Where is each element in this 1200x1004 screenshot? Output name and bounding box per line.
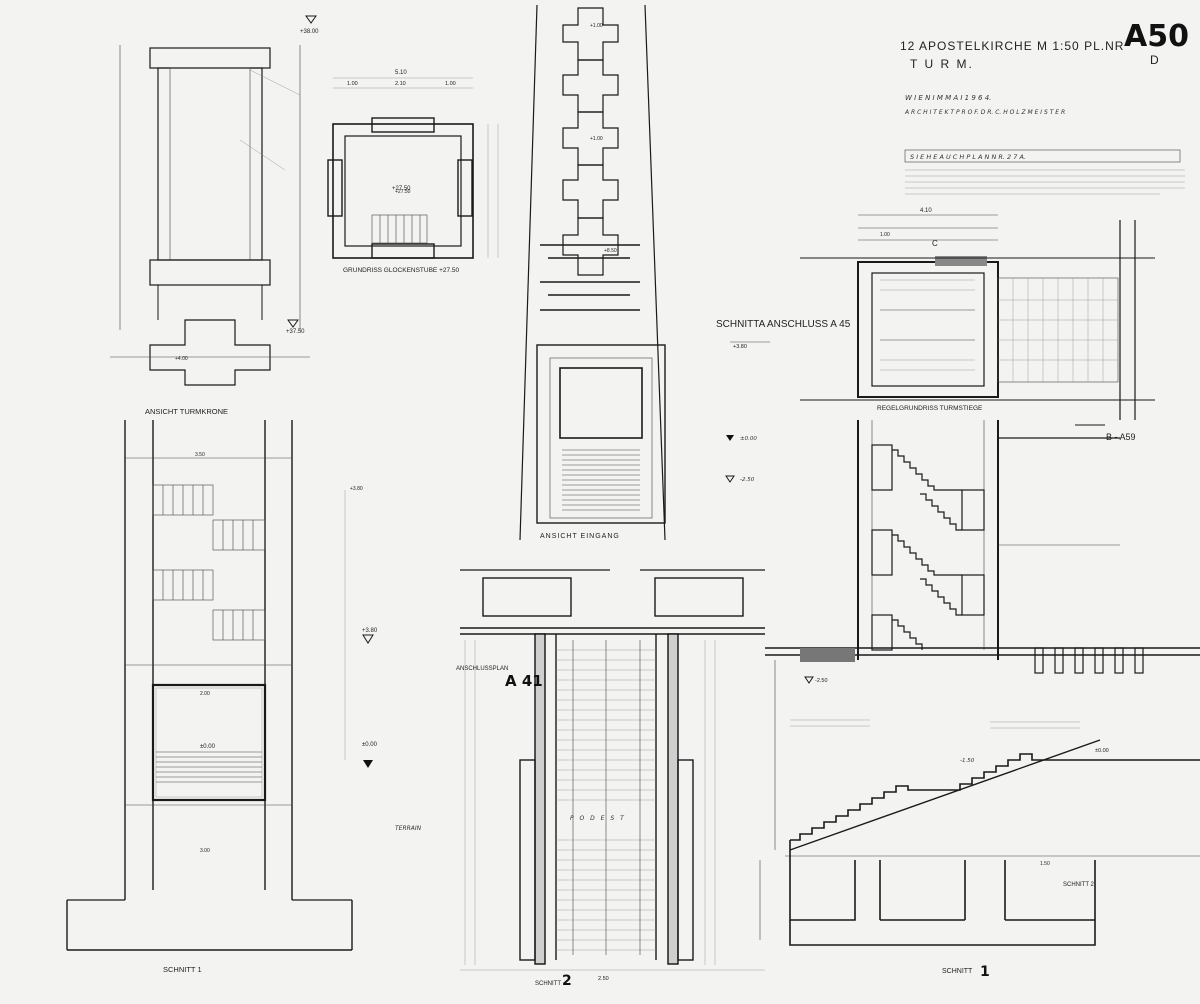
level-bell: +27.50 (395, 189, 411, 195)
center-tower-elevation: +1.00 +1.00 +8.50 ANSICHT EINGANG ±0.00 … (519, 4, 757, 541)
level-top: +38.00 (300, 29, 319, 35)
regelgrundriss: SCHNITTA ANSCHLUSS A 45 +3.80 (716, 208, 1155, 442)
title-line-2: T U R M. (910, 57, 974, 71)
see-also-note: S I E H E A U C H P L A N N R. 2 7 A. (910, 153, 1026, 161)
label-anschlussplan: ANSCHLUSSPLAN (456, 666, 508, 672)
dim-w1: 5.10 (395, 70, 407, 76)
label-a41: A 41 (505, 672, 543, 690)
sheet-sub: D (1150, 53, 1159, 67)
notes-lines (905, 169, 1185, 195)
svg-text:+27.50: +27.50 (392, 186, 411, 192)
dim-w8: 3.00 (200, 848, 210, 854)
svg-text:±0.00: ±0.00 (200, 744, 216, 750)
label-regelgrundriss: REGELGRUNDRISS TURMSTIEGE (877, 405, 983, 412)
svg-text:+4.00: +4.00 (175, 356, 188, 362)
svg-text:+1.00: +1.00 (590, 23, 603, 29)
svg-text:1.00: 1.00 (445, 81, 456, 87)
schnitt-2-plan: P O D E S T ANSCHLUSSPLAN A 41 SCHNITT 2… (456, 569, 765, 989)
label-b-a59: B - A59 (1106, 432, 1136, 442)
level-ground: ±0.00 (362, 742, 378, 748)
svg-text:1.00: 1.00 (347, 81, 358, 87)
label-schnitt-1-left: SCHNITT 1 (163, 965, 202, 974)
dim-w3: 2.10 (395, 81, 406, 87)
title-line-1: 12 APOSTELKIRCHE M 1:50 PL.NR (900, 39, 1124, 53)
level-mid: +3.80 (362, 628, 378, 634)
label-grundriss-glockenstube: GRUNDRISS GLOCKENSTUBE +27.50 (343, 267, 460, 274)
level-entry: -2.50 (740, 477, 755, 483)
architect: A R C H I T E K T P R O F. D R. C. H O L… (904, 109, 1065, 116)
svg-text:+1.00: +1.00 (590, 136, 603, 142)
dim-w6: 2.50 (598, 976, 609, 982)
stair-section (857, 420, 1120, 660)
dim-w7: 2.00 (200, 691, 210, 697)
schnitt-1-left: ±0.00 +3.80 ±0.00 TERRAIN SCHNITT 1 +3.8… (66, 420, 422, 974)
svg-text:+8.50: +8.50 (604, 248, 617, 254)
schnitt-1-right: -2.50 ±0.00 -1.50 SCHNITT 2 SCHNITT 1 (759, 647, 1200, 980)
label-schnitt-2-side: SCHNITT 2 (1063, 882, 1095, 888)
ansicht-turmkrone: +4.00 ANSICHT TURMKRONE +38.00 +37.50 (110, 15, 319, 416)
label-terrain: TERRAIN (395, 825, 422, 832)
svg-text:+3.80: +3.80 (733, 344, 747, 350)
svg-text:-2.50: -2.50 (815, 678, 828, 684)
label-ansicht-turmkrone: ANSICHT TURMKRONE (145, 407, 228, 416)
level-minus: -1.50 (960, 758, 975, 764)
dim-w9: 1.50 (1040, 861, 1050, 867)
label-schnitt-1-right: SCHNITT (942, 968, 973, 975)
dim-w5: 1.00 (880, 232, 890, 238)
dim-w2: 3.50 (195, 452, 205, 458)
title-block: 12 APOSTELKIRCHE M 1:50 PL.NR T U R M. A… (900, 19, 1189, 195)
label-schnitt-a: SCHNITTA ANSCHLUSS A 45 (716, 319, 851, 330)
label-schnitt-2-num: 2 (562, 973, 572, 989)
level-right-zero: ±0.00 (1095, 748, 1109, 754)
sheet-number: A50 (1124, 19, 1189, 54)
label-c-mark: C (932, 239, 938, 248)
grundriss-glockenstube: +27.50 5.10 1.00 2.10 1.00 GRUNDRISS GLO… (327, 70, 499, 274)
place-date: W I E N I M M A I 1 9 6 4. (905, 94, 991, 102)
level-crown: +37.50 (286, 329, 305, 335)
label-schnitt-1-right-num: 1 (980, 964, 990, 980)
svg-text:+3.80: +3.80 (350, 486, 363, 492)
see-also-box (904, 149, 1181, 163)
svg-text:±0.00: ±0.00 (740, 436, 757, 442)
label-schnitt-2: SCHNITT (535, 981, 561, 987)
label-ansicht-eingang: ANSICHT EINGANG (540, 533, 620, 540)
label-podest: P O D E S T (570, 815, 626, 822)
misc-dims: 3.50 1.00 2.00 3.00 1.50 +27.50 (195, 189, 1050, 867)
dim-w4: 4.10 (920, 208, 932, 214)
